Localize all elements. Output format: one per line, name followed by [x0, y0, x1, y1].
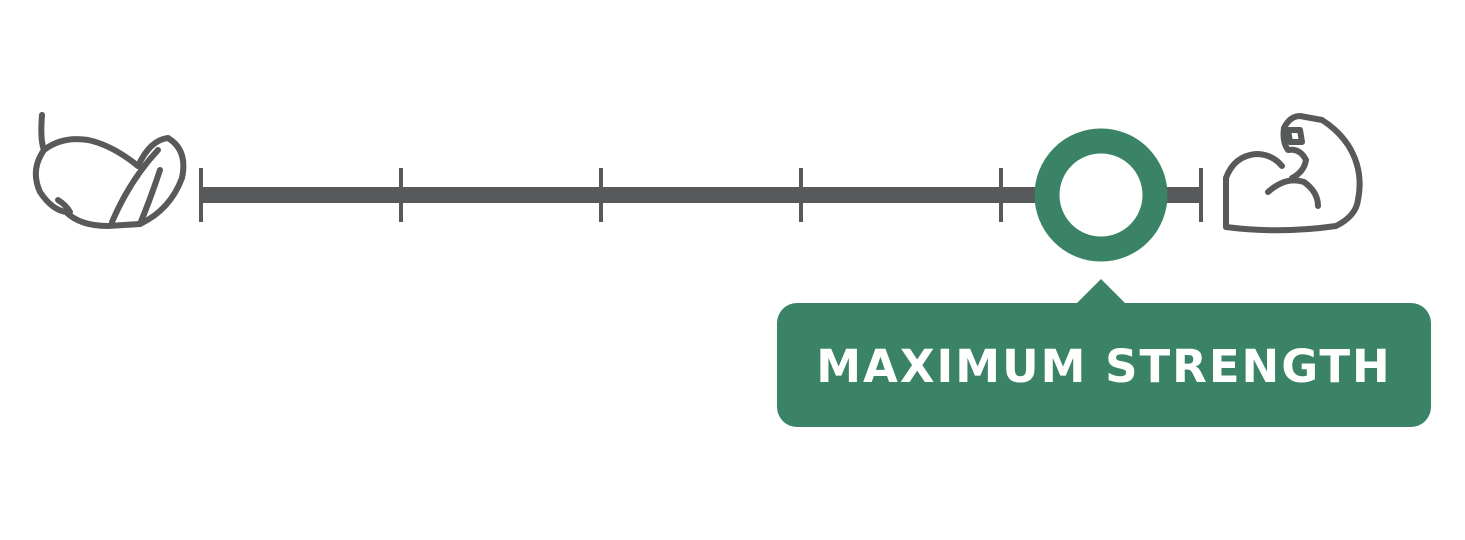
flexed-arm-icon [1223, 113, 1363, 234]
scale-ticks [199, 168, 1203, 222]
selected-level-label: MAXIMUM STRENGTH [777, 303, 1431, 427]
selected-level-text: MAXIMUM STRENGTH [816, 339, 1392, 393]
strength-knob[interactable] [1034, 128, 1168, 262]
feather-icon [32, 112, 187, 229]
label-pointer [1075, 279, 1127, 305]
